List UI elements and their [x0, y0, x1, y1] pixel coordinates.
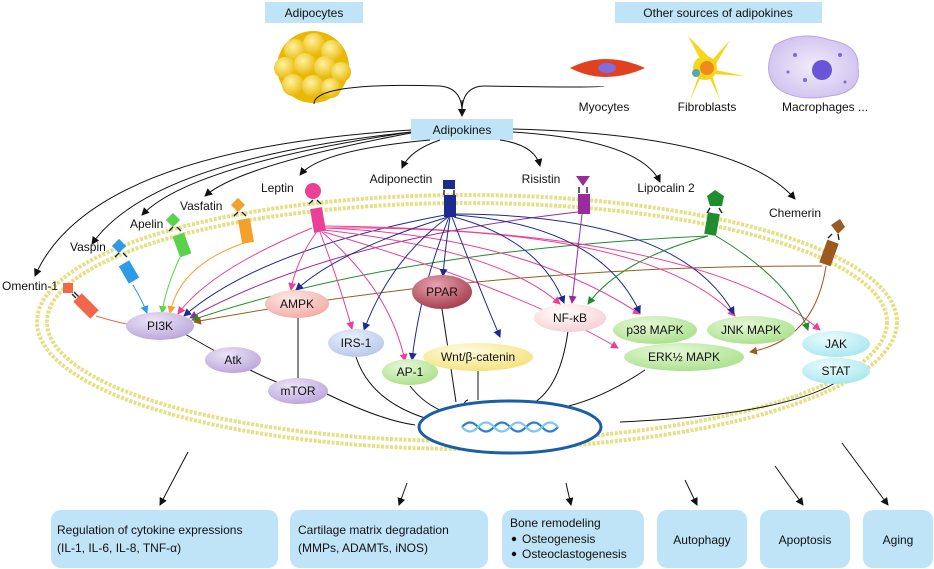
svg-text:Osteogenesis: Osteogenesis	[522, 532, 595, 546]
svg-text:Bone remodeling: Bone remodeling	[510, 516, 601, 530]
svg-text:NF-κB: NF-κB	[553, 311, 587, 325]
outcome-aging-box: Aging	[863, 510, 933, 568]
adiponectin-receptor-icon	[443, 180, 456, 217]
svg-text:IRS-1: IRS-1	[341, 336, 372, 350]
svg-text:Wnt/β-catenin: Wnt/β-catenin	[441, 350, 515, 364]
risistin-receptor-icon	[576, 176, 590, 214]
svg-text:AMPK: AMPK	[280, 297, 314, 311]
node-nfkb: NF-κB	[534, 304, 606, 332]
outcome-autophagy-box: Autophagy	[657, 510, 747, 568]
macrophage-icon	[768, 35, 859, 99]
risistin-label: Risistin	[522, 172, 561, 186]
svg-text:ERK½ MAPK: ERK½ MAPK	[648, 350, 720, 364]
svg-text:Regulation of cytokine express: Regulation of cytokine expressions	[57, 523, 242, 537]
adipocytes-label: Adipocytes	[285, 6, 344, 20]
vaspin-label: Vaspin	[70, 240, 106, 254]
other-sources-label: Other sources of adipokines	[643, 6, 792, 20]
node-ap1: AP-1	[382, 359, 438, 385]
lipocalin-receptor-icon	[704, 190, 724, 236]
fibroblasts-label: Fibroblasts	[678, 100, 737, 114]
leptin-receptor-icon	[305, 183, 326, 233]
dna-helix-icon	[461, 421, 559, 433]
svg-text:JNK MAPK: JNK MAPK	[721, 323, 781, 337]
node-ppar: PPAR	[412, 275, 472, 309]
omentin-label: Omentin-1	[2, 279, 58, 293]
vasfatin-label: Vasfatin	[180, 199, 222, 213]
node-jnk-mapk: JNK MAPK	[707, 316, 795, 344]
node-wnt: Wnt/β-catenin	[423, 343, 533, 371]
svg-text:PPAR: PPAR	[426, 285, 458, 299]
svg-text:Osteoclastogenesis: Osteoclastogenesis	[522, 547, 627, 561]
node-ampk: AMPK	[265, 290, 329, 318]
myocytes-label: Myocytes	[579, 100, 630, 114]
svg-text:PI3K: PI3K	[147, 319, 173, 333]
svg-text:mTOR: mTOR	[280, 384, 315, 398]
adipocytes-label-box	[265, 2, 363, 23]
vasfatin-receptor-icon	[230, 197, 254, 244]
adiponectin-label: Adiponectin	[370, 172, 433, 186]
outcome-apoptosis-box: Apoptosis	[760, 510, 850, 568]
macrophages-label: Macrophages ...	[782, 100, 868, 114]
svg-text:Autophagy: Autophagy	[673, 533, 730, 547]
node-mtor: mTOR	[268, 378, 328, 404]
node-irs1: IRS-1	[328, 329, 384, 357]
omentin-receptor-icon	[63, 283, 99, 319]
svg-text:Aging: Aging	[883, 533, 914, 547]
node-p38-mapk: p38 MAPK	[613, 316, 697, 344]
node-stat: STAT	[802, 358, 870, 384]
adipokines-label: Adipokines	[433, 123, 492, 137]
adipokines-label-box	[411, 119, 513, 140]
outcome-cytokine-box: Regulation of cytokine expressions (IL-1…	[51, 510, 278, 568]
svg-text:Atk: Atk	[224, 353, 242, 367]
svg-text:AP-1: AP-1	[397, 365, 424, 379]
node-pi3k: PI3K	[126, 312, 194, 340]
apelin-label: Apelin	[130, 217, 163, 231]
svg-text:STAT: STAT	[822, 364, 852, 378]
other-sources-label-box	[615, 2, 822, 23]
apelin-receptor-icon	[165, 212, 192, 258]
fibroblast-icon	[688, 36, 745, 100]
outcome-cartilage-box: Cartilage matrix degradation (MMPs, ADAM…	[290, 510, 488, 568]
svg-text:(IL-1, IL-6, IL-8, TNF-α): (IL-1, IL-6, IL-8, TNF-α)	[57, 541, 181, 555]
svg-text:JAK: JAK	[825, 337, 847, 351]
lipocalin-label: Lipocalin 2	[637, 181, 695, 195]
svg-text:Cartilage matrix degradation: Cartilage matrix degradation	[298, 523, 449, 537]
svg-text:p38 MAPK: p38 MAPK	[626, 323, 683, 337]
myocyte-icon	[570, 59, 645, 77]
chemerin-label: Chemerin	[769, 206, 821, 220]
svg-text:(MMPs, ADAMTs, iNOS): (MMPs, ADAMTs, iNOS)	[298, 541, 428, 555]
outcome-bone-box: Bone remodeling Osteogenesis Osteoclasto…	[502, 510, 644, 568]
chemerin-receptor-icon	[819, 219, 845, 267]
leptin-label: Leptin	[261, 181, 294, 195]
node-erk-mapk: ERK½ MAPK	[624, 343, 744, 371]
node-atk: Atk	[205, 347, 261, 373]
vaspin-receptor-icon	[111, 238, 140, 284]
svg-text:Apoptosis: Apoptosis	[779, 533, 832, 547]
adipocyte-cluster-icon	[274, 31, 351, 103]
node-jak: JAK	[802, 331, 870, 357]
